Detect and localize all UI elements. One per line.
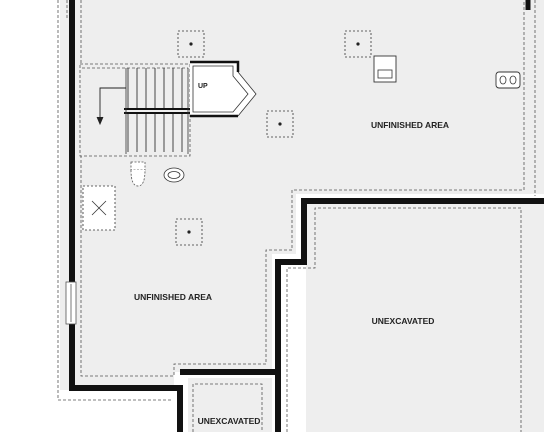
post-icon [177, 30, 205, 58]
inner-dashed-outline [66, 0, 525, 432]
window-icon [65, 281, 77, 325]
room-label-unexcavated-right: UNEXCAVATED [372, 316, 435, 326]
stair-up-enclosure: UP [190, 60, 257, 118]
water-heater-icon [373, 55, 397, 83]
unexcavated-right-floor [306, 202, 544, 432]
room-label-unfinished-top: UNFINISHED AREA [371, 120, 449, 130]
sump-pit-icon [163, 167, 185, 183]
room-label-unexcavated-bottom: UNEXCAVATED [198, 416, 261, 426]
stair-direction-arrow [96, 87, 126, 126]
post-icon [175, 218, 203, 246]
post-icon [266, 110, 294, 138]
unexcavated-bottom-floor [188, 378, 272, 432]
furnace-icon [82, 185, 116, 231]
stairs [79, 63, 192, 157]
left-wall [69, 0, 183, 432]
room-label-unfinished-left: UNFINISHED AREA [134, 292, 212, 302]
stair-up-label: UP [198, 83, 208, 90]
outer-dashed-outline [57, 0, 536, 401]
right-unexcavated-wall [275, 198, 544, 432]
post-icon [344, 30, 372, 58]
foundation-walls [69, 0, 544, 432]
laundry-tub-icon [130, 161, 146, 187]
electrical-panel-icon [495, 71, 521, 89]
